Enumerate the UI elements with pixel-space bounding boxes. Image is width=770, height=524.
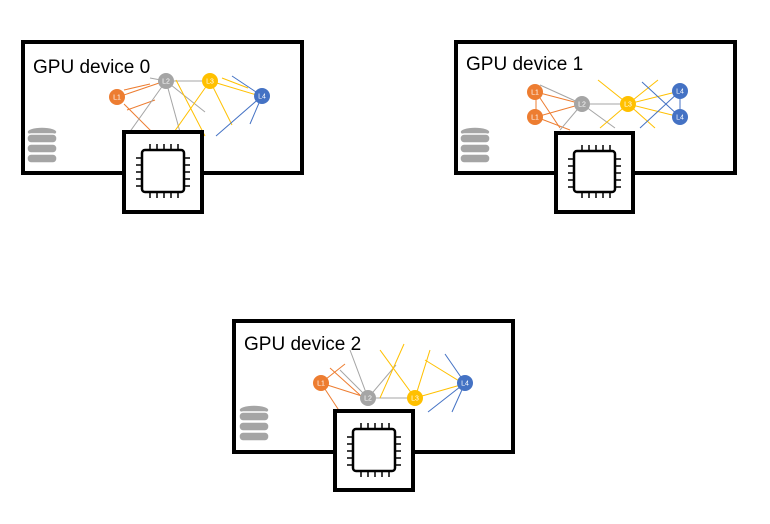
database-icon [238, 404, 270, 442]
edge-l4 [639, 90, 681, 129]
node-l4 [672, 109, 688, 125]
cpu-chip-icon [333, 409, 415, 492]
edge-l2 [165, 80, 206, 113]
node-l3-label: L3 [411, 396, 419, 403]
edge-l3 [379, 349, 416, 399]
node-l4-label: L4 [258, 94, 266, 101]
edge-l3 [414, 383, 465, 399]
device-title: GPU device 1 [466, 54, 583, 75]
node-l3-label: L3 [624, 102, 632, 109]
node-l3 [620, 96, 636, 112]
node-l2 [360, 390, 376, 406]
edge-l1 [126, 99, 156, 111]
node-l4 [254, 88, 270, 104]
gpu-device-2: GPU device 2 L1 L [232, 319, 515, 492]
node-l1 [109, 89, 125, 105]
node-l4-label: L4 [676, 115, 684, 122]
edge-l3 [414, 349, 431, 399]
cpu-chip-icon [554, 131, 635, 214]
edge-l2 [165, 80, 181, 133]
database-icon [459, 126, 491, 164]
node-l1-label: L1 [113, 95, 121, 102]
cpu-chip-icon [122, 130, 204, 214]
edge-l3 [209, 80, 233, 126]
edge-l3 [627, 103, 681, 118]
gpu-device-1: GPU device 1 L1 [454, 40, 737, 214]
edge-l4 [641, 81, 681, 118]
node-l4 [457, 375, 473, 391]
device-title: GPU device 0 [33, 57, 150, 78]
edge-l4 [215, 95, 263, 137]
edge-l3 [175, 79, 206, 137]
node-l1-label: L1 [531, 90, 539, 97]
edge-l3 [209, 80, 261, 97]
edge-l1 [123, 83, 151, 91]
node-l2 [158, 73, 174, 89]
edge-l3 [627, 90, 681, 105]
node-l4-label: L4 [676, 89, 684, 96]
edge-l1 [320, 382, 369, 399]
network-nodes: L1 L2 L3 L4 [109, 73, 270, 105]
node-l1 [527, 109, 543, 125]
node-l3 [407, 390, 423, 406]
node-l4 [672, 83, 688, 99]
device-title: GPU device 2 [244, 334, 361, 355]
network-nodes: L1 L1 L2 L3 L4 L4 [527, 83, 688, 125]
edge-l1 [117, 80, 166, 98]
database-icon [26, 126, 58, 164]
edge-l3 [221, 77, 249, 89]
node-l3-label: L3 [206, 79, 214, 86]
edge-l3 [379, 343, 405, 399]
node-l2-label: L2 [162, 79, 170, 86]
node-l2 [574, 96, 590, 112]
node-l4-label: L4 [461, 381, 469, 388]
node-l3 [202, 73, 218, 89]
node-l1-label: L1 [317, 381, 325, 388]
network-nodes: L1 L2 L3 L4 [313, 375, 473, 406]
node-l2-label: L2 [364, 396, 372, 403]
node-l1 [313, 375, 329, 391]
edge-l3 [424, 359, 465, 385]
node-l2-label: L2 [578, 102, 586, 109]
node-l1-label: L1 [531, 115, 539, 122]
node-l1 [527, 84, 543, 100]
gpu-device-0: GPU device 0 L1 [21, 40, 304, 214]
edge-l1 [329, 367, 361, 396]
edge-l2 [349, 349, 369, 399]
